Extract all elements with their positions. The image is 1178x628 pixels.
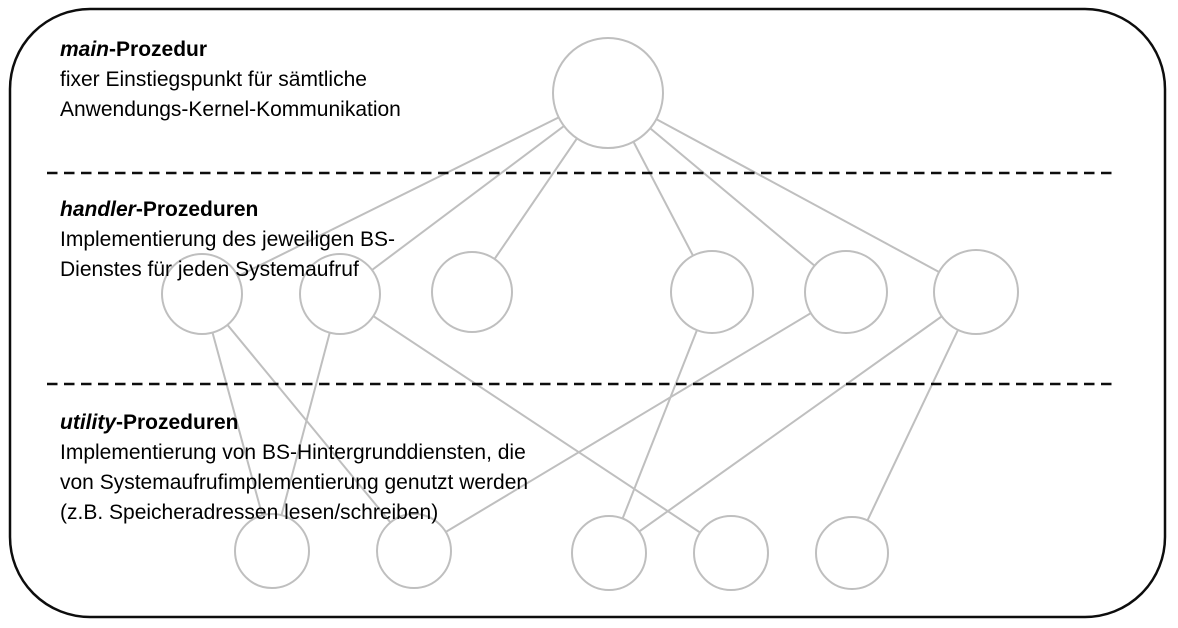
node-handler-6 [933, 249, 1019, 335]
handler-section-line-1: Implementierung des jeweiligen BS- [60, 228, 396, 251]
frame-border [8, 7, 1167, 619]
handler-title-italic: handler [60, 198, 136, 221]
edge-handler-6-utility-5 [851, 291, 977, 554]
main-section-line-1: fixer Einstiegspunkt für sämtliche [60, 68, 367, 91]
edge-handler-5-utility-2 [413, 291, 847, 552]
node-utility-1 [234, 513, 310, 589]
section-label-handler: handler-Prozeduren Implementierung des j… [60, 195, 395, 285]
main-title-italic: main [60, 38, 110, 61]
utility-section-title: utility-Prozeduren [60, 408, 528, 438]
edge-main-handler-6 [607, 92, 977, 293]
node-handler-4 [670, 250, 754, 334]
node-handler-5 [804, 250, 888, 334]
main-section-title: main-Prozedur [60, 35, 401, 65]
node-handler-3 [431, 251, 513, 333]
utility-section-line-1: Implementierung von BS-Hintergrunddienst… [60, 441, 526, 464]
handler-section-title: handler-Prozeduren [60, 195, 395, 225]
main-title-rest: -Prozedur [109, 38, 208, 61]
edge-handler-2-utility-1 [271, 293, 341, 552]
node-main [552, 37, 664, 149]
node-utility-4 [693, 515, 769, 591]
utility-title-italic: utility [60, 411, 116, 434]
section-label-main: main-Prozedur fixer Einstiegspunkt für s… [60, 35, 401, 125]
node-handler-2 [299, 253, 381, 335]
handler-title-rest: -Prozeduren [135, 198, 259, 221]
node-utility-5 [815, 516, 889, 590]
utility-title-rest: -Prozeduren [116, 411, 239, 434]
edge-handler-2-utility-4 [339, 293, 732, 554]
node-utility-3 [571, 515, 647, 591]
edge-handler-4-utility-3 [608, 291, 713, 554]
main-section-line-2: Anwendungs-Kernel-Kommunikation [60, 98, 401, 121]
utility-section-line-2: von Systemaufrufimplementierung genutzt … [60, 471, 529, 494]
edge-handler-1-utility-2 [201, 293, 415, 552]
edge-main-handler-1 [201, 92, 609, 295]
section-label-utility: utility-Prozeduren Implementierung von B… [60, 408, 528, 528]
handler-section-line-2: Dienstes für jeden Systemaufruf [60, 258, 359, 281]
node-utility-2 [376, 513, 452, 589]
edge-handler-6-utility-3 [608, 291, 977, 554]
node-handler-1 [161, 253, 243, 335]
edge-handler-1-utility-1 [201, 293, 273, 552]
utility-section-line-3: (z.B. Speicheradressen lesen/schreiben) [60, 501, 439, 524]
